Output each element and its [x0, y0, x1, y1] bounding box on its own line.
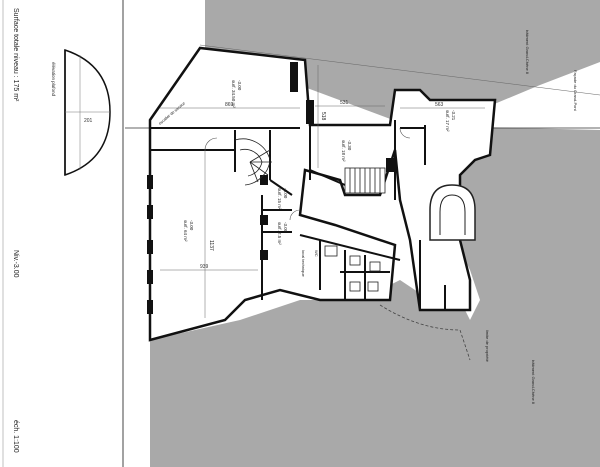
- wall-columns: [147, 62, 394, 314]
- facade-label: Façade du Grand-Pont: [573, 70, 578, 112]
- level-label: Niv.-3.00: [12, 250, 19, 278]
- interior-walls: [150, 120, 446, 310]
- wc-label: WC: [314, 250, 319, 257]
- property-limit-label: limite de propriété: [485, 330, 490, 363]
- room1-area: surf. 34.50 m²: [231, 80, 236, 108]
- dimension-lines: [160, 65, 485, 318]
- room6-level: -3.00: [283, 222, 288, 233]
- arch-label: élévation plafond: [51, 62, 56, 97]
- building-edge-line: [199, 44, 600, 96]
- top-building-label: bâtiment Grand-Chêne 8: [525, 30, 530, 75]
- room6-area: surf. 2.5 m²: [277, 222, 282, 245]
- room4-level: -3.00: [189, 220, 194, 231]
- room5-level: -3.00: [283, 188, 288, 199]
- room3-width: 563: [435, 102, 444, 108]
- room2-level: -3.30: [347, 140, 352, 151]
- straight-staircase: [344, 167, 386, 194]
- room4-height: 1137: [208, 240, 214, 251]
- room3-area: surf. 17 m²: [445, 110, 450, 132]
- surface-total-label: Surface totale niveau : 175 m²: [12, 8, 19, 102]
- door-swings: [204, 127, 411, 221]
- room2-height: 518: [320, 112, 326, 121]
- arch-width: 201: [84, 118, 93, 124]
- plan-outline: [148, 46, 497, 342]
- room2-width: 531: [340, 100, 349, 106]
- room1-level: -3.00: [237, 80, 242, 91]
- property-boundary: [379, 304, 471, 361]
- spiral-staircase: [234, 138, 272, 186]
- room1-width: 869: [225, 102, 234, 108]
- right-arch-shape: [429, 184, 476, 241]
- bottom-building-label: bâtiment Grand-Chêne 8: [531, 360, 536, 405]
- room4-area: surf. 64 m²: [183, 220, 188, 242]
- tech-room-label: local technique: [301, 250, 306, 277]
- arch-elevation: [64, 48, 111, 177]
- room5-area: surf. 15 m²: [277, 188, 282, 210]
- room3-level: -3.21: [451, 110, 456, 121]
- room4-width: 939: [200, 264, 209, 270]
- scale-label: éch. 1:100: [12, 420, 19, 453]
- neighbor-building-top: [205, 0, 600, 130]
- room2-area: surf. 18 m²: [341, 140, 346, 162]
- wc-fixtures: [324, 245, 381, 292]
